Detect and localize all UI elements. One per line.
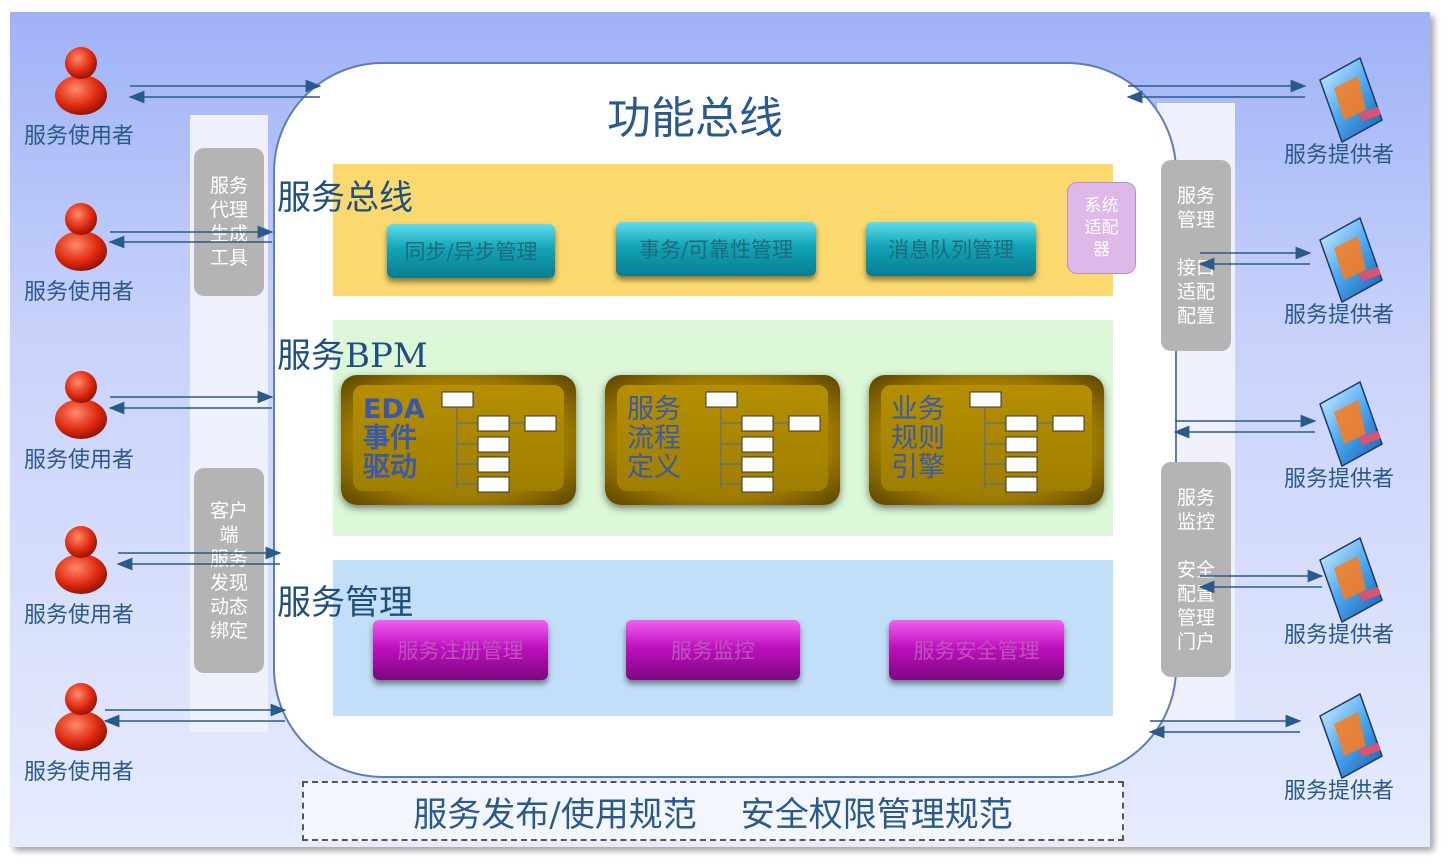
proxy-generation-tool: 服务 代理 生成 工具 <box>194 148 264 296</box>
right-arrows <box>1126 79 1324 739</box>
transaction-reliability-management: 事务/可靠性管理 <box>616 222 816 276</box>
service-provider-label: 服务提供者 <box>1284 143 1395 168</box>
provider-icon <box>1319 692 1383 780</box>
user-icon <box>55 371 107 439</box>
message-queue-management: 消息队列管理 <box>866 222 1036 276</box>
publish-usage-spec: 服务发布/使用规范 <box>413 794 697 835</box>
rule-engine-module-label: 业务 规则 引擎 <box>891 394 945 483</box>
provider-icon <box>1319 216 1383 304</box>
process-definition-module-label: 服务 流程 定义 <box>627 394 681 483</box>
service-monitoring: 服务监控 <box>626 620 800 680</box>
left-arrows <box>103 79 322 728</box>
service-registry-management: 服务注册管理 <box>373 620 548 680</box>
system-adapter: 系统 适配 器 <box>1067 182 1136 274</box>
service-security-management: 服务安全管理 <box>889 620 1064 680</box>
spec-box: 服务发布/使用规范 安全权限管理规范 <box>302 781 1124 841</box>
bpm-label: 服务BPM <box>277 336 428 376</box>
service-user-label: 服务使用者 <box>24 760 135 785</box>
user-icon <box>55 526 107 594</box>
security-config-portal: 服务 监控 安全 配置 管理 门户 <box>1161 462 1231 677</box>
user-icon <box>55 683 107 751</box>
user-icon <box>55 203 107 271</box>
eda-module-label: EDA 事件 驱动 <box>363 394 425 483</box>
service-user-label: 服务使用者 <box>24 280 135 305</box>
service-user-label: 服务使用者 <box>24 448 135 473</box>
service-user-label: 服务使用者 <box>24 603 135 628</box>
service-management-label: 服务管理 <box>277 583 413 623</box>
service-provider-label: 服务提供者 <box>1284 623 1395 648</box>
rule-tree <box>969 391 1085 493</box>
user-icon <box>55 47 107 115</box>
bus-title: 功能总线 <box>607 93 783 144</box>
sync-async-management: 同步/异步管理 <box>387 224 555 278</box>
process-tree <box>705 391 821 493</box>
security-permission-spec: 安全权限管理规范 <box>740 794 1013 835</box>
eda-tree <box>441 391 557 493</box>
provider-icon <box>1319 380 1383 468</box>
provider-icon <box>1319 536 1383 624</box>
service-provider-label: 服务提供者 <box>1284 303 1395 328</box>
service-provider-label: 服务提供者 <box>1284 779 1395 804</box>
service-bus-label: 服务总线 <box>277 178 413 218</box>
service-user-label: 服务使用者 <box>24 124 135 149</box>
provider-icon <box>1319 56 1383 144</box>
service-provider-label: 服务提供者 <box>1284 467 1395 492</box>
